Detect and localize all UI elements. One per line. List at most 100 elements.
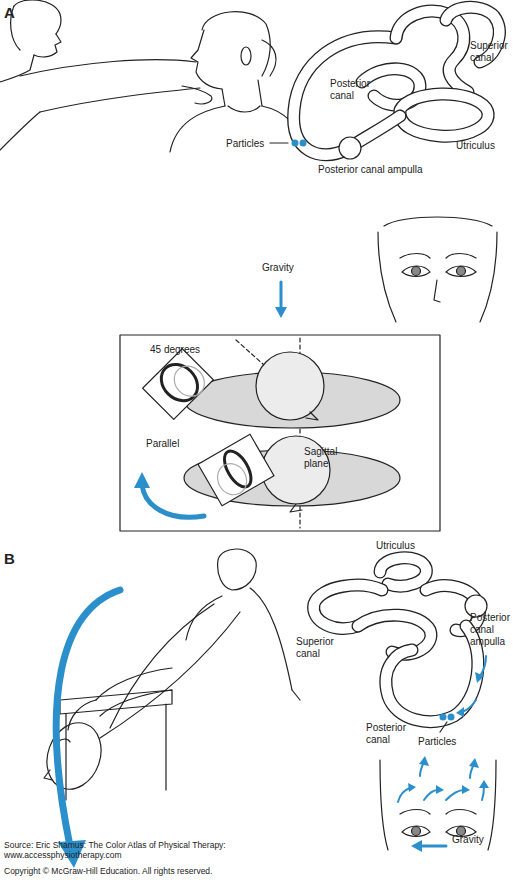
- part-label: Posterior canal ampulla: [470, 612, 520, 648]
- table: [60, 690, 172, 800]
- labyrinth-b-part: [475, 672, 484, 683]
- labyrinth-a-part: [396, 11, 468, 92]
- particle-dot: [292, 140, 299, 147]
- clinician-figure: [100, 549, 300, 738]
- face-b-part: [488, 760, 496, 850]
- rotation-arrow: [56, 590, 120, 868]
- head-orientation-inset-part: [198, 434, 274, 506]
- face-b-part: [446, 810, 476, 815]
- clinician-figure-part: [218, 549, 257, 590]
- head-orientation-inset-part: [142, 484, 204, 517]
- particle-dot: [440, 714, 447, 721]
- rotation-arrow-part: [56, 590, 120, 846]
- head-orientation-inset-part: [256, 352, 324, 420]
- particle-dot: [448, 714, 455, 721]
- clinician-figure-part: [100, 612, 240, 738]
- part-label: Utriculus: [376, 540, 436, 552]
- clinician-figure: [0, 0, 200, 150]
- part-label: Particles: [418, 736, 478, 748]
- torsion-arrows-part: [398, 788, 410, 802]
- clinician-figure-part: [250, 588, 292, 690]
- face-a-part: [446, 266, 476, 277]
- plane-label: Parallel: [146, 438, 206, 450]
- plane-label: Sagittal plane: [304, 446, 354, 470]
- head-orientation-inset-part-part: [219, 447, 256, 492]
- particle-dot: [300, 140, 307, 147]
- head-orientation-inset-part-part: [198, 434, 274, 506]
- gravity-arrow-part: [275, 307, 287, 318]
- patient-figure-part: [191, 30, 222, 89]
- clinician-figure-part: [110, 604, 214, 728]
- patient-figure-part: [228, 106, 260, 112]
- head-orientation-inset-part-part: [154, 357, 205, 408]
- patient-figure-part: [262, 40, 276, 76]
- head-orientation-inset-part-part: [168, 360, 210, 402]
- face-a-part: [434, 280, 440, 302]
- patient-figure-part: [182, 86, 212, 104]
- force-label: Gravity: [452, 834, 512, 846]
- labyrinth-a-part: [400, 94, 488, 136]
- head-orientation-inset-part: [134, 472, 150, 488]
- torsion-arrows-part: [436, 785, 444, 794]
- panel-letter: A: [4, 4, 24, 21]
- patient-figure-part: [170, 106, 225, 152]
- labyrinth-a: [270, 7, 499, 159]
- force-label: Gravity: [262, 262, 322, 274]
- patient-figure-part: [241, 47, 251, 65]
- panel-letter: B: [4, 550, 24, 567]
- head-orientation-inset-part-part: [143, 349, 214, 420]
- gravity-arrow-part: [420, 845, 446, 848]
- head-orientation-inset-part: [306, 412, 318, 420]
- patient-supine-part: [44, 770, 52, 780]
- clinician-figure-part: [292, 690, 300, 700]
- face-a: [378, 217, 497, 322]
- patient-supine-part: [68, 700, 96, 730]
- patient-figure-part: [222, 80, 262, 106]
- head-orientation-inset: [120, 335, 440, 531]
- labyrinth-b-part: [456, 707, 464, 717]
- labyrinth-a-part: [400, 94, 488, 136]
- labyrinth-b-part: [380, 558, 426, 586]
- head-orientation-inset-part: [290, 504, 302, 512]
- torsion-arrows-part: [408, 783, 416, 792]
- copyright-note: Copyright © McGraw-Hill Education. All r…: [4, 866, 304, 876]
- patient-figure: [170, 12, 306, 152]
- head-orientation-inset-part: [120, 335, 440, 531]
- labyrinth-b-part: [358, 615, 431, 654]
- face-a-part: [402, 266, 430, 277]
- part-label: Posterior canal ampulla: [318, 164, 458, 176]
- head-orientation-inset-part-part: [212, 458, 252, 500]
- clinician-figure-part: [0, 55, 34, 82]
- labyrinth-b-part: [462, 700, 476, 712]
- part-label: Superior canal: [470, 40, 520, 64]
- labyrinth-a-part: [270, 142, 288, 143]
- part-label: Particles: [226, 138, 276, 150]
- clinician-figure-part: [186, 596, 222, 640]
- angle-label: 45 degrees: [150, 344, 230, 356]
- part-label: Posterior canal: [330, 78, 380, 102]
- labyrinth-b-part: [380, 558, 426, 586]
- torsion-arrows-part: [446, 790, 464, 800]
- torsion-arrows-part: [482, 786, 484, 800]
- face-b-part: [412, 827, 421, 836]
- face-a-part: [446, 254, 476, 259]
- patient-figure-part: [202, 12, 270, 76]
- torsion-arrows: [398, 756, 489, 802]
- torsion-arrows-part: [479, 780, 489, 788]
- torsion-arrows-part: [424, 790, 438, 800]
- labyrinth-a-part: [396, 11, 468, 92]
- face-a-part: [480, 232, 497, 322]
- clinician-figure-part: [20, 60, 196, 76]
- torsion-arrows-part: [462, 785, 470, 794]
- part-label: Superior canal: [296, 636, 346, 660]
- clinician-figure-part: [34, 34, 61, 57]
- clinician-figure-part: [40, 88, 200, 112]
- part-label: Utriculus: [456, 140, 516, 152]
- gravity-arrow: [411, 840, 446, 852]
- torsion-arrows-part: [419, 756, 429, 766]
- labyrinth-b-part: [440, 722, 447, 732]
- clinician-figure-part: [14, 0, 61, 34]
- face-a-part: [400, 254, 430, 259]
